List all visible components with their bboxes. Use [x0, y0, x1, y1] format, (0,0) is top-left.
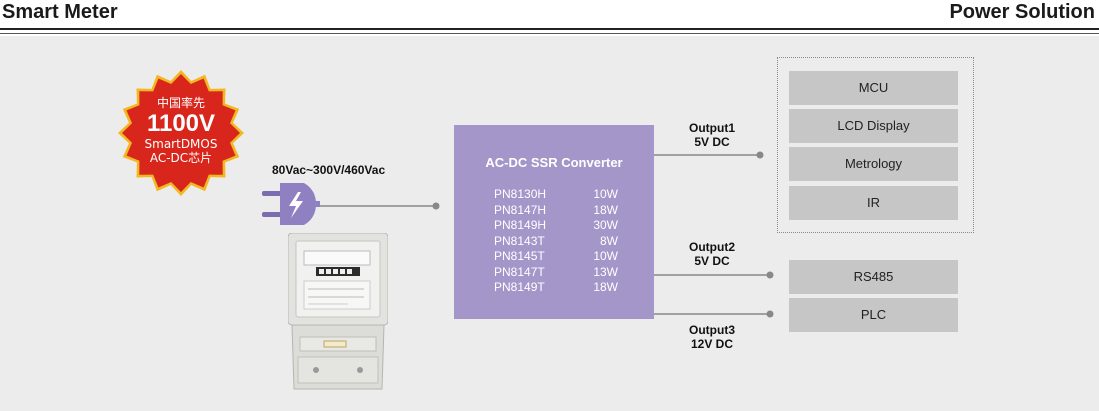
part-power: 18W [593, 202, 618, 217]
input-voltage-label: 80Vac~300V/460Vac [272, 163, 386, 177]
part-row: PN8147T 13W [494, 265, 644, 281]
output1-label: Output1 5V DC [667, 121, 757, 149]
load-rs485: RS485 [789, 260, 958, 294]
badge-line3: SmartDMOS [144, 137, 218, 151]
part-power: 30W [593, 218, 618, 232]
output2-label: Output2 5V DC [667, 240, 757, 268]
page-title-left: Smart Meter [2, 1, 118, 23]
part-row: PN8130H 10W [494, 187, 644, 203]
page-title-right: Power Solution [949, 1, 1095, 23]
part-number: PN8145T [494, 249, 545, 263]
part-number: PN8149T [494, 280, 545, 294]
part-number: PN8147T [494, 264, 545, 279]
power-plug-icon [262, 183, 320, 225]
load-mcu: MCU [789, 71, 958, 105]
header-rule-thin [0, 33, 1099, 34]
header-rule [0, 28, 1099, 30]
output1-dot [756, 151, 764, 159]
part-row: PN8149H 30W [494, 218, 644, 234]
load-lcd-display: LCD Display [789, 109, 958, 143]
output1-name: Output1 [689, 121, 735, 135]
load-ir: IR [789, 186, 958, 220]
part-power: 10W [593, 249, 618, 263]
part-number: PN8149H [494, 218, 547, 232]
output3-label: Output3 12V DC [667, 323, 757, 351]
output3-name: Output3 [689, 323, 735, 337]
part-row: PN8147H 18W [494, 203, 644, 219]
output1-load-group [777, 57, 974, 233]
converter-part-list: PN8130H 10W PN8147H 18W PN8149H 30W PN8143T… [494, 187, 644, 296]
badge-line1: 中国率先 [156, 96, 205, 110]
part-power: 8W [600, 233, 618, 248]
part-row: PN8145T 10W [494, 249, 644, 265]
load-metrology: Metrology [789, 147, 958, 181]
badge-voltage: 1100V [146, 110, 216, 137]
badge-line4: AC-DC芯片 [149, 151, 213, 165]
output1-voltage: 5V DC [694, 135, 730, 149]
output2-voltage: 5V DC [694, 254, 730, 268]
smart-meter-image [288, 233, 388, 390]
part-number: PN8130H [494, 187, 547, 201]
output2-name: Output2 [689, 240, 735, 254]
part-power: 10W [593, 187, 618, 201]
chip-badge-text: 中国率先 1100V SmartDMOS AC-DC芯片 [118, 96, 244, 165]
part-number: PN8143T [494, 233, 545, 248]
input-dot [432, 202, 440, 210]
output3-voltage: 12V DC [690, 337, 734, 351]
load-plc: PLC [789, 298, 958, 332]
converter-title: AC-DC SSR Converter [485, 155, 623, 170]
output3-dot [766, 310, 774, 318]
part-row: PN8143T 8W [494, 234, 644, 250]
chip-badge-icon [118, 70, 244, 196]
output2-dot [766, 271, 774, 279]
part-power: 13W [593, 264, 618, 279]
part-number: PN8147H [494, 202, 547, 217]
part-power: 18W [593, 280, 618, 294]
converter-block: AC-DC SSR Converter PN8130H 10W PN8147H 18… [454, 125, 654, 319]
part-row: PN8149T 18W [494, 280, 644, 296]
